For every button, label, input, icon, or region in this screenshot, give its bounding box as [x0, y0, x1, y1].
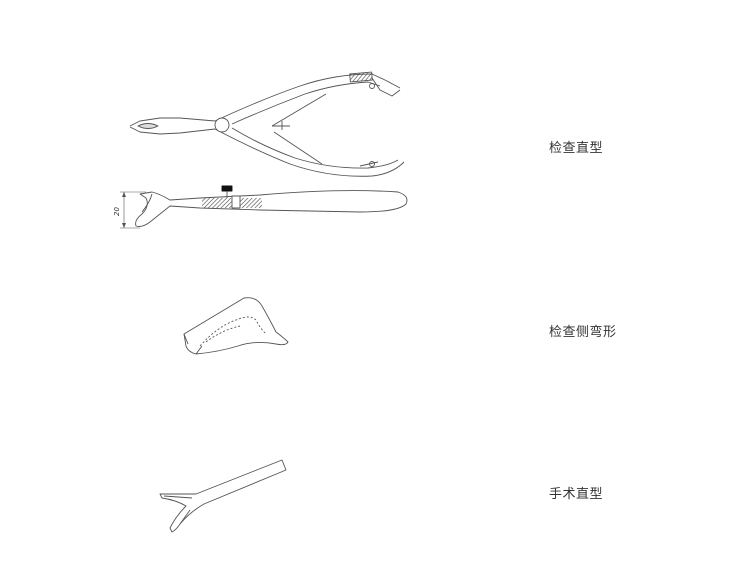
nipper-side-view — [120, 185, 408, 229]
nipper-top-view — [129, 71, 405, 177]
surgical-straight-drawing — [159, 459, 287, 533]
label-inspection-straight: 检查直型 — [549, 141, 604, 156]
label-surgical-straight: 手术直型 — [549, 487, 604, 502]
curved-tip-drawing — [183, 297, 289, 355]
label-inspection-side-curved: 检查侧弯形 — [549, 325, 617, 340]
dimension-label: 20 — [113, 207, 121, 216]
